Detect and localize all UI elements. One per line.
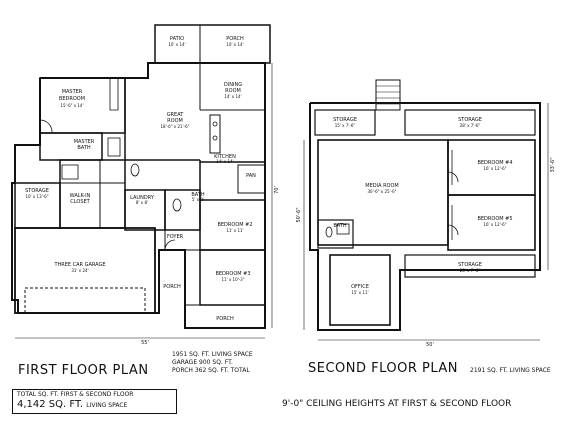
storage-left-label: STORAGE — [333, 117, 357, 123]
dining-dim: 14' x 14' — [224, 94, 241, 99]
first-floor-room-labels: PATIO 10' x 14' PORCH 10' x 14' DINING R… — [25, 36, 280, 346]
second-floor-room-labels: STORAGE 15' x 7'-6" STORAGE 28' x 7'-6" … — [296, 117, 556, 348]
second-floor-fixtures — [325, 150, 459, 240]
totals-unit: LIVING SPACE — [86, 402, 128, 409]
second-floor-title: SECOND FLOOR PLAN — [308, 361, 459, 376]
totals-value: 4,142 SQ. FT. — [17, 399, 84, 410]
master-bath-label-1: MASTER — [74, 139, 95, 145]
bedroom3-label: BEDROOM #3 — [215, 271, 250, 277]
first-floor-walls — [11, 24, 273, 339]
first-floor-depth-dim: 70' — [274, 186, 280, 194]
master-bedroom-label-1: MASTER — [62, 89, 83, 95]
pan-label: PAN — [246, 173, 256, 179]
first-floor-width-dim: 55' — [141, 340, 149, 346]
storage-right-top-dim: 28' x 7'-6" — [460, 123, 481, 128]
dining-label-1: DINING — [224, 82, 242, 88]
garage-dim: 31' x 24' — [71, 268, 88, 273]
great-room-label-2: ROOM — [167, 118, 183, 124]
storage-label: STORAGE — [25, 188, 49, 194]
master-bath-label-2: BATH — [77, 145, 91, 151]
laundry-label: LAUNDRY — [130, 195, 155, 201]
bath-dim: 5' x 9' — [192, 197, 204, 202]
storage-dim: 10' x 13'-6" — [25, 194, 48, 199]
media-room-label: MEDIA ROOM — [365, 183, 398, 189]
office-label: OFFICE — [351, 284, 369, 290]
bedroom4-label: BEDROOM #4 — [477, 160, 512, 166]
patio-dim: 10' x 14' — [168, 42, 185, 47]
kitchen-label: KITCHEN — [214, 154, 236, 160]
second-floor-living-space: 2191 SQ. FT. LIVING SPACE — [470, 367, 551, 374]
great-room-label-1: GREAT — [167, 112, 185, 118]
dining-label-2: ROOM — [225, 88, 241, 94]
bedroom5-label: BEDROOM #5 — [477, 216, 512, 222]
bath-label: BATH — [191, 192, 205, 198]
bedroom5-dim: 16' x 12'-6" — [483, 222, 506, 227]
bath-2-label: BATH — [333, 223, 347, 229]
office-dim: 15' x 11' — [351, 290, 368, 295]
bedroom2-dim: 11' x 11' — [226, 228, 243, 233]
kitchen-dim: 14' x 14' — [216, 159, 233, 164]
porch-front-label: PORCH — [216, 316, 234, 322]
bedroom2-label: BEDROOM #2 — [217, 222, 252, 228]
second-floor-walls — [303, 79, 549, 341]
second-floor-depth-right-dim: 33'-6" — [550, 157, 556, 172]
first-floor-fixtures — [39, 77, 218, 251]
totals-line1: TOTAL SQ. FT. FIRST & SECOND FLOOR — [17, 391, 134, 398]
walkin-closet-label-1: WALK-IN — [70, 193, 91, 199]
bedroom4-dim: 16' x 12'-6" — [483, 166, 506, 171]
second-floor-depth-left-dim: 50'-6" — [296, 207, 302, 222]
foyer-label: FOYER — [167, 234, 184, 240]
totals-box: TOTAL SQ. FT. FIRST & SECOND FLOOR 4,142… — [12, 389, 177, 414]
walkin-closet-label-2: CLOSET — [70, 199, 90, 205]
bedroom3-dim: 11' x 10'-3" — [221, 277, 244, 282]
great-room-dim: 18'-6" x 21'-6" — [161, 124, 190, 129]
storage-right-bottom-label: STORAGE — [458, 262, 482, 268]
storage-right-bottom-dim: 28' x 7'-6" — [460, 268, 481, 273]
first-floor-stats: 1951 SQ. FT. LIVING SPACE GARAGE 900 SQ.… — [172, 351, 253, 375]
porch-top-dim: 10' x 14' — [226, 42, 243, 47]
storage-right-top-label: STORAGE — [458, 117, 482, 123]
storage-left-dim: 15' x 7'-6" — [335, 123, 356, 128]
first-floor-stat-living: 1951 SQ. FT. LIVING SPACE — [172, 351, 253, 358]
svg-text:PATIO: PATIO — [170, 36, 184, 42]
porch-top-label: PORCH — [226, 36, 244, 42]
patio-label: PATIO — [170, 36, 184, 42]
second-floor-width-dim: 50' — [426, 342, 434, 348]
porch-side-label: PORCH — [163, 284, 181, 290]
first-floor-stat-garage: GARAGE 900 SQ. FT. — [172, 359, 233, 366]
first-floor-title: FIRST FLOOR PLAN — [18, 363, 149, 378]
garage-label: THREE CAR GARAGE — [53, 262, 105, 268]
media-room-dim: 30'-6" x 25'-6" — [368, 189, 397, 194]
master-bedroom-label-2: BEDROOM — [59, 96, 85, 102]
laundry-dim: 8' x 8' — [136, 200, 148, 205]
ceiling-note: 9'-0" CEILING HEIGHTS AT FIRST & SECOND … — [282, 399, 512, 409]
master-bedroom-dim: 15'-6" x 14' — [60, 103, 83, 108]
first-floor-stat-porch: PORCH 362 SQ. FT. TOTAL — [172, 367, 250, 374]
